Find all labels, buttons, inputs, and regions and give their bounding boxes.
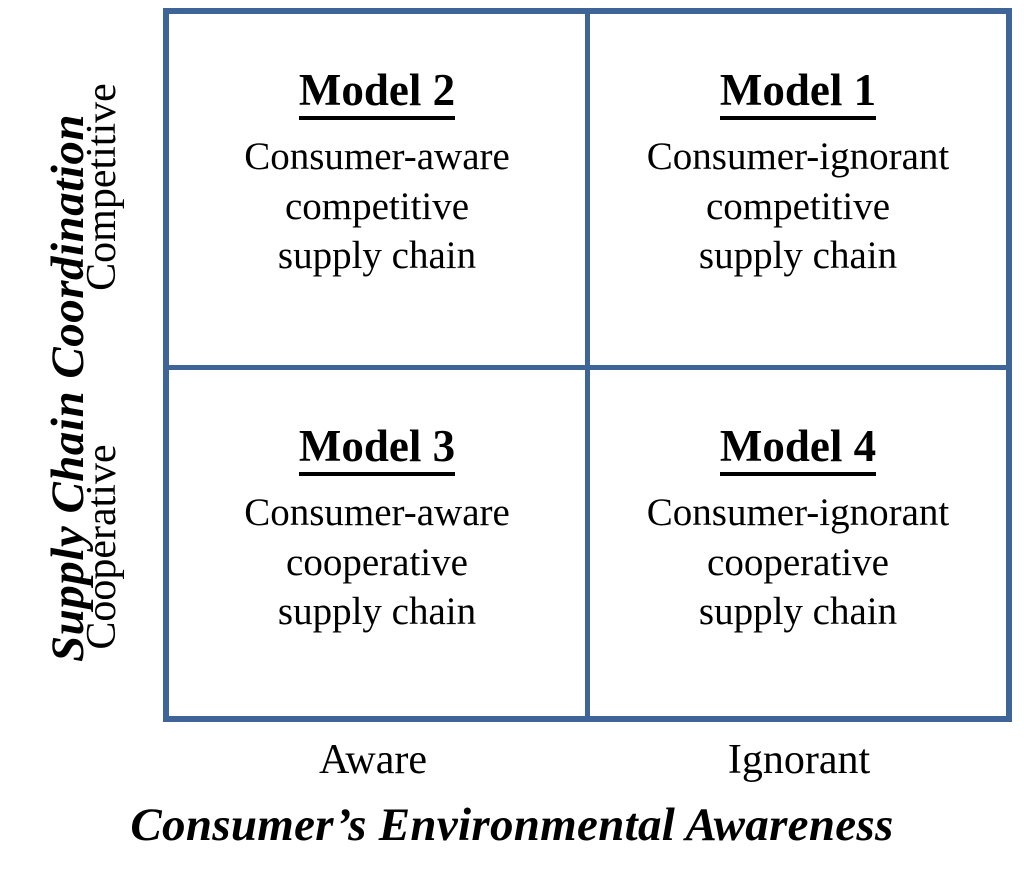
- cell-desc-line-2: competitive: [705, 184, 891, 228]
- x-axis-title: Consumer’s Environmental Awareness: [130, 799, 894, 851]
- row-label-competitive: Competitive: [79, 83, 125, 291]
- cell-title-model-3: Model 3: [298, 422, 456, 476]
- cell-title-model-4: Model 4: [719, 422, 877, 476]
- cell-desc-line-3: supply chain: [698, 234, 898, 278]
- cell-desc-line-1: Consumer-ignorant: [646, 490, 950, 534]
- cell-desc-line-2: competitive: [284, 184, 470, 228]
- cell-description-model-3: Consumer-aware cooperative supply chain: [169, 488, 585, 638]
- cell-desc-line-2: cooperative: [286, 540, 468, 584]
- cell-title-model-1: Model 1: [719, 66, 877, 120]
- cell-desc-line-3: supply chain: [277, 590, 477, 634]
- cell-desc-line-3: supply chain: [698, 590, 898, 634]
- cell-desc-line-1: Consumer-ignorant: [646, 134, 950, 178]
- matrix-grid: Model 2 Consumer-aware competitive suppl…: [163, 8, 1012, 722]
- cell-description-model-1: Consumer-ignorant competitive supply cha…: [590, 132, 1006, 282]
- matrix-cell-model-3: Model 3 Consumer-aware cooperative suppl…: [169, 370, 585, 722]
- grid-divider-horizontal: [169, 365, 1006, 370]
- cell-description-model-2: Consumer-aware competitive supply chain: [169, 132, 585, 282]
- column-label-ignorant: Ignorant: [727, 737, 871, 783]
- row-label-cooperative: Cooperative: [79, 444, 125, 650]
- matrix-cell-model-2: Model 2 Consumer-aware competitive suppl…: [169, 14, 585, 365]
- matrix-cell-model-1: Model 1 Consumer-ignorant competitive su…: [590, 14, 1006, 365]
- cell-desc-line-3: supply chain: [277, 234, 477, 278]
- matrix-cell-model-4: Model 4 Consumer-ignorant cooperative su…: [590, 370, 1006, 722]
- cell-title-model-2: Model 2: [298, 66, 456, 120]
- cell-desc-line-1: Consumer-aware: [244, 490, 510, 534]
- cell-description-model-4: Consumer-ignorant cooperative supply cha…: [590, 488, 1006, 638]
- cell-desc-line-1: Consumer-aware: [244, 134, 510, 178]
- cell-desc-line-2: cooperative: [707, 540, 889, 584]
- column-label-aware: Aware: [318, 737, 428, 783]
